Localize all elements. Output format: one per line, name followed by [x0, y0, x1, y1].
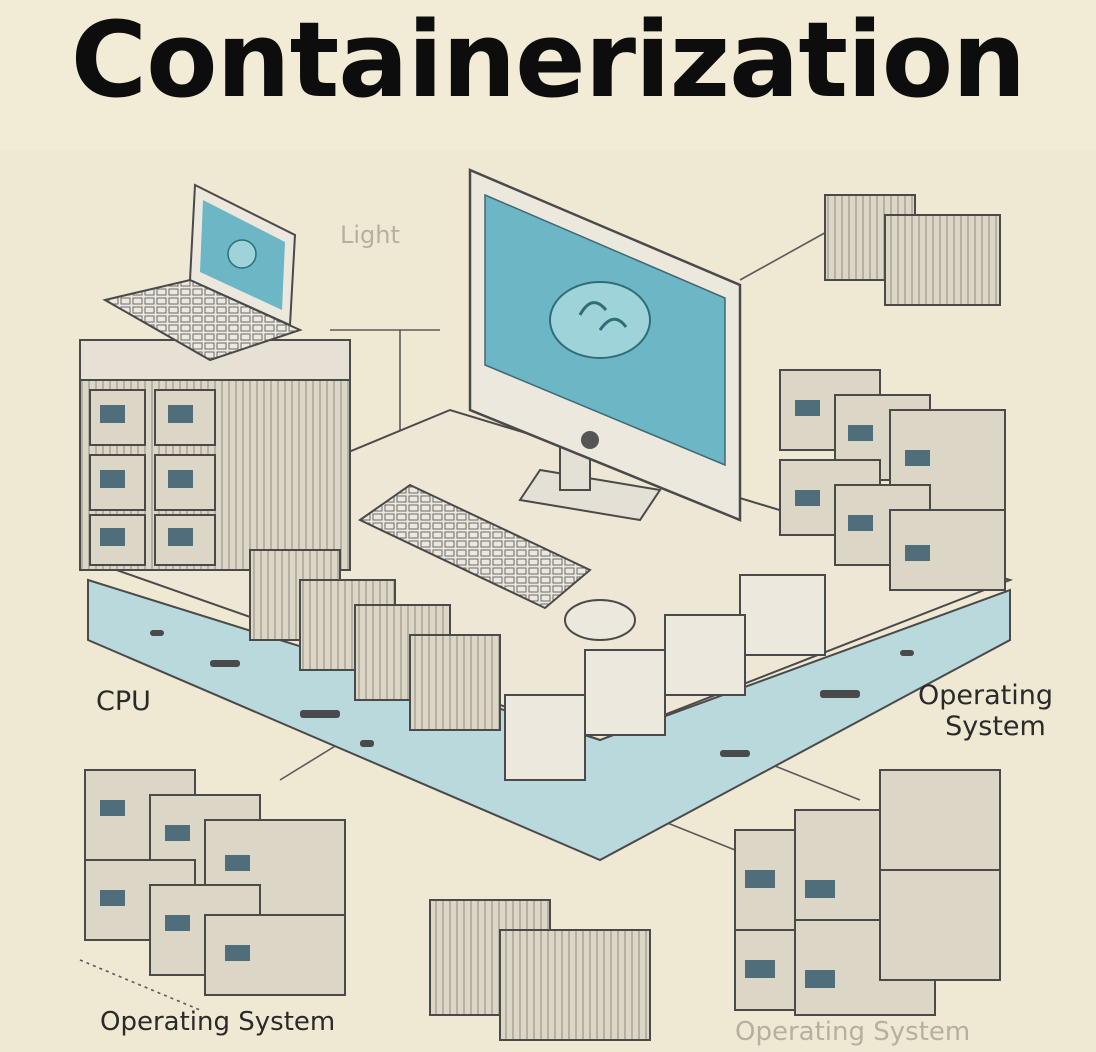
page-title: Containerization	[70, 0, 1026, 121]
mouse-icon	[564, 599, 636, 641]
connector-lines	[79, 229, 861, 1011]
label-light: Light	[340, 221, 400, 249]
laptop-server-stack	[79, 183, 351, 571]
laptop-icon	[102, 183, 303, 362]
cloud-logo-icon	[549, 281, 651, 359]
label-operating-system-right-line2: System	[945, 711, 1046, 743]
container-stack-icon	[84, 194, 1006, 1041]
label-cpu: CPU	[96, 686, 151, 717]
label-operating-system-bottom-right: Operating System	[735, 1017, 971, 1047]
keyboard-icon	[358, 483, 592, 610]
title-band	[0, 0, 1096, 150]
label-operating-system-right-line1: Operating	[918, 680, 1053, 711]
monitor-icon	[468, 168, 742, 522]
label-operating-system-bottom-left: Operating System	[100, 1007, 336, 1037]
label-operating-system-right: Operating System	[918, 680, 1053, 742]
